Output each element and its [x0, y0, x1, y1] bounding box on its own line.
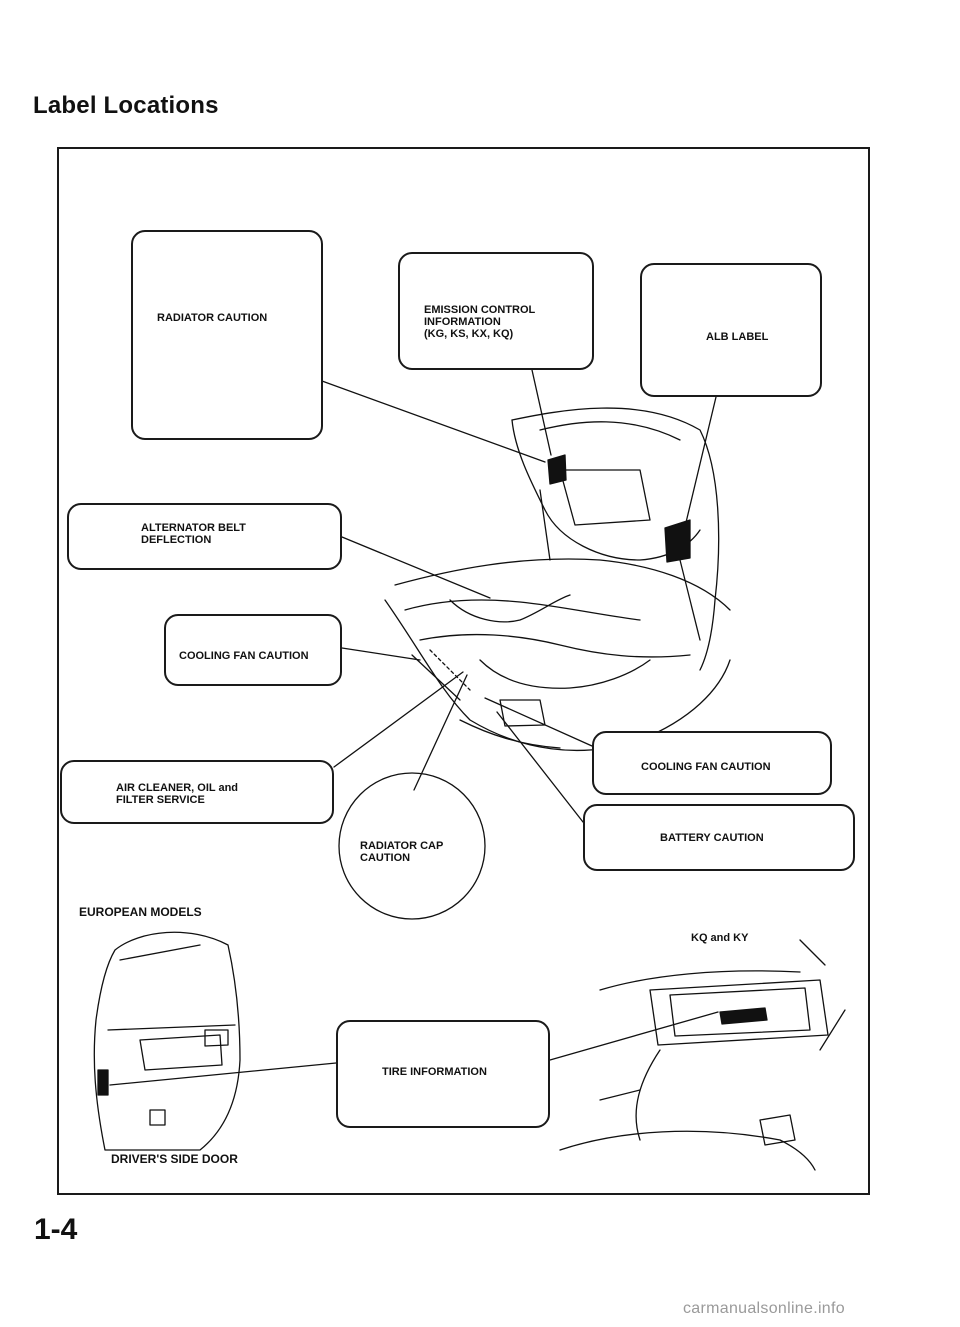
leader-line-radiator: [321, 380, 546, 463]
diagram-frame: [57, 147, 870, 1195]
drivers-side-door-caption: DRIVER'S SIDE DOOR: [111, 1152, 238, 1166]
alternator-belt-label: ALTERNATOR BELT DEFLECTION: [67, 503, 342, 570]
emission-control-label: EMISSION CONTROL INFORMATION (KG, KS, KX…: [398, 252, 594, 370]
leader-line-cooling-fan-left: [341, 647, 421, 661]
leader-line-alb: [682, 396, 717, 536]
leader-line-emission: [531, 369, 552, 456]
tire-information-label: TIRE INFORMATION: [336, 1020, 550, 1128]
leader-line-cooling-fan-right: [484, 697, 593, 747]
leader-line-radiator-cap: [413, 674, 468, 791]
leader-line-alternator: [341, 536, 491, 599]
leader-line-tire-door: [109, 1062, 337, 1086]
radiator-cap-caution-text: RADIATOR CAP CAUTION: [360, 840, 444, 864]
air-cleaner-label: AIR CLEANER, OIL and FILTER SERVICE: [60, 760, 334, 824]
sun-visor-sketch: [559, 939, 846, 1171]
alb-label: ALB LABEL: [640, 263, 822, 397]
radiator-caution-label: RADIATOR CAUTION: [131, 230, 323, 440]
radiator-cap-circle: [338, 772, 486, 920]
page-number: 1-4: [34, 1213, 78, 1246]
page-title: Label Locations: [33, 92, 219, 119]
cooling-fan-caution-left-label: COOLING FAN CAUTION: [164, 614, 342, 686]
kq-ky-caption: KQ and KY: [691, 932, 749, 944]
cooling-fan-caution-right-label: COOLING FAN CAUTION: [592, 731, 832, 795]
engine-bay-sketch: [384, 407, 731, 752]
leader-line-tire-visor: [549, 1011, 719, 1061]
battery-caution-label: BATTERY CAUTION: [583, 804, 855, 871]
leader-line-air-cleaner: [333, 671, 464, 768]
watermark-text: carmanualsonline.info: [683, 1300, 845, 1317]
leader-line-battery: [496, 711, 584, 823]
door-sketch: [93, 931, 241, 1151]
european-models-caption: EUROPEAN MODELS: [79, 905, 202, 919]
